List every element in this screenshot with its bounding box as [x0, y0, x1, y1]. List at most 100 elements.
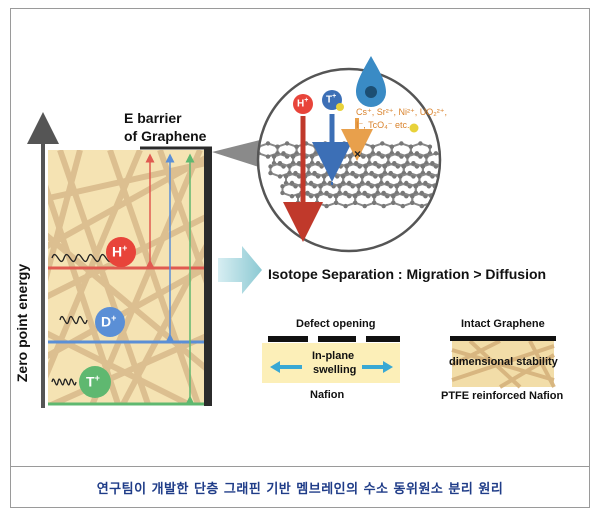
carbon-atom	[306, 164, 311, 169]
carbon-atom	[284, 141, 290, 146]
carbon-atom	[342, 141, 347, 146]
carbon-atom	[408, 144, 414, 149]
carbon-atom	[325, 164, 330, 169]
carbon-atom	[401, 164, 406, 169]
carbon-atom	[366, 180, 371, 186]
carbon-atom	[443, 161, 447, 165]
carbon-atom	[410, 200, 415, 205]
carbon-atom	[418, 141, 423, 146]
t-spring	[51, 378, 77, 386]
carbon-atom	[361, 141, 366, 146]
ions-radiation-icon	[409, 123, 419, 133]
carbon-atom	[295, 200, 301, 205]
carbon-atom	[275, 144, 280, 149]
result-arrow	[218, 246, 262, 294]
zoom-t-label: T+	[326, 93, 337, 106]
carbon-atom	[404, 180, 409, 186]
carbon-atom	[419, 203, 424, 209]
carbon-atom	[395, 151, 400, 156]
carbon-atom	[386, 154, 391, 159]
carbon-atom	[347, 180, 352, 186]
carbon-atom	[319, 151, 324, 156]
graphene-layer	[204, 148, 212, 406]
carbon-atom	[370, 144, 375, 149]
carbon-atom	[379, 174, 384, 179]
carbon-atom	[426, 170, 432, 176]
carbon-atom	[353, 200, 358, 205]
zoom-h-label: H+	[297, 97, 309, 110]
carbon-atom	[388, 170, 393, 176]
graphene-zoom: ×	[256, 56, 462, 253]
carbon-atom	[294, 144, 299, 149]
carbon-atom	[313, 144, 318, 149]
carbon-atom	[400, 203, 405, 209]
carbon-atom	[381, 190, 386, 196]
carbon-atom	[268, 170, 273, 176]
carbon-atom	[314, 194, 320, 199]
carbon-atom	[427, 144, 433, 149]
figure-caption: 연구팀이 개발한 단층 그래핀 기반 멤브레인의 수소 동위원소 분리 원리	[96, 482, 504, 497]
carbon-atom	[373, 161, 378, 166]
ptfe-label: PTFE reinforced Nafion	[441, 390, 564, 402]
inplane-line2: swelling	[313, 364, 357, 376]
carbon-atom	[348, 154, 353, 159]
carbon-atom	[391, 200, 396, 205]
carbon-atom	[438, 203, 439, 209]
carbon-atom	[381, 203, 386, 209]
carbon-atom	[413, 184, 418, 189]
membrane-block	[48, 146, 212, 406]
carbon-atom	[446, 184, 450, 188]
carbon-atom	[315, 161, 321, 166]
intact-title: Intact Graphene	[461, 318, 545, 330]
defect-title: Defect opening	[296, 318, 376, 330]
carbon-atom	[417, 174, 422, 179]
t-radiation-icon	[336, 103, 344, 111]
carbon-atom	[296, 161, 302, 166]
carbon-atom	[290, 154, 296, 159]
carbon-atom	[398, 174, 403, 179]
carbon-atom	[394, 184, 399, 189]
carbon-atom	[367, 154, 372, 159]
carbon-atom	[333, 200, 339, 205]
carbon-atom	[338, 151, 343, 156]
carbon-atom	[283, 174, 289, 179]
carbon-atom	[280, 190, 285, 196]
h-ion-icon	[293, 94, 313, 114]
h-ion-label: H+	[112, 243, 128, 260]
carbon-atom	[362, 190, 367, 196]
carbon-atom	[448, 201, 452, 205]
d-spring	[59, 315, 88, 325]
carbon-atom	[271, 154, 277, 159]
carbon-atom	[419, 190, 424, 196]
zoom-callout	[212, 140, 262, 168]
carbon-atom	[289, 180, 295, 186]
carbon-atom	[350, 170, 355, 176]
carbon-atom	[324, 203, 329, 209]
carbon-atom	[410, 194, 415, 199]
carbon-atom	[458, 204, 462, 208]
carbon-atom	[312, 170, 317, 176]
dimensional-label: dimensional stability	[449, 356, 558, 368]
carbon-atom	[362, 203, 367, 209]
carbon-atom	[265, 154, 271, 159]
carbon-atom	[360, 174, 365, 179]
blocked-x-mark: ×	[354, 147, 361, 161]
carbon-atom	[280, 184, 285, 189]
carbon-atom	[295, 194, 301, 199]
carbon-atom	[400, 190, 405, 196]
d-ion-circle	[95, 307, 125, 337]
carbon-atom	[372, 200, 377, 205]
carbon-atom	[353, 194, 358, 199]
carbon-atom	[314, 200, 320, 205]
carbon-atom	[452, 184, 456, 188]
carbon-atom	[259, 151, 261, 156]
carbon-atom	[382, 164, 387, 169]
carbon-atom	[458, 191, 462, 195]
intact-diagram	[450, 336, 556, 389]
carbon-atom	[293, 170, 298, 176]
carbon-atom	[407, 170, 412, 176]
carbon-atom	[430, 161, 435, 166]
carbon-atom	[423, 180, 428, 186]
carbon-atom	[448, 194, 452, 198]
carbon-atom	[308, 180, 314, 186]
